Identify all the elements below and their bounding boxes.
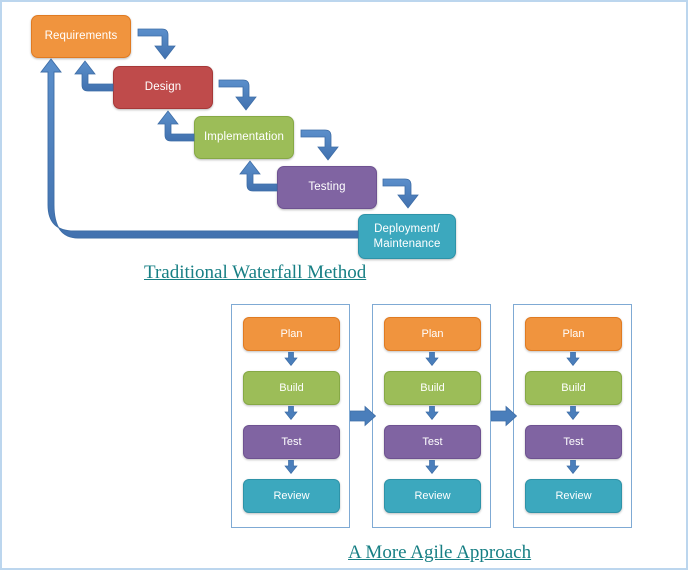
agile-step-review: Review bbox=[525, 479, 622, 513]
agile-step-label: Build bbox=[561, 382, 586, 394]
agile-iteration-link-arrow-1 bbox=[349, 405, 377, 427]
agile-step-down-arrow bbox=[283, 405, 298, 421]
waterfall-stage-label: Testing bbox=[308, 181, 346, 194]
waterfall-forward-arrow-4 bbox=[382, 178, 419, 209]
agile-step-label: Review bbox=[555, 490, 592, 502]
agile-step-label: Build bbox=[420, 382, 445, 394]
waterfall-stage-design: Design bbox=[113, 66, 213, 109]
waterfall-feedback-arrow-2 bbox=[157, 110, 195, 142]
agile-step-label: Review bbox=[414, 490, 451, 502]
waterfall-feedback-arrow-1 bbox=[74, 60, 114, 92]
agile-step-down-arrow bbox=[565, 351, 580, 367]
waterfall-stage-label: Implementation bbox=[203, 131, 285, 144]
agile-step-label: Plan bbox=[421, 328, 444, 340]
agile-step-down-arrow bbox=[424, 351, 439, 367]
agile-step-build: Build bbox=[525, 371, 622, 405]
agile-step-label: Build bbox=[279, 382, 304, 394]
agile-step-label: Plan bbox=[562, 328, 585, 340]
waterfall-stage-requirements: Requirements bbox=[31, 15, 131, 58]
agile-step-test: Test bbox=[384, 425, 481, 459]
agile-step-label: Plan bbox=[280, 328, 303, 340]
waterfall-stage-implementation: Implementation bbox=[194, 116, 294, 159]
agile-step-plan: Plan bbox=[243, 317, 340, 351]
agile-step-plan: Plan bbox=[384, 317, 481, 351]
waterfall-forward-arrow-3 bbox=[300, 129, 339, 161]
waterfall-feedback-arrow-3 bbox=[239, 160, 278, 192]
agile-step-label: Test bbox=[563, 436, 584, 448]
agile-step-down-arrow bbox=[565, 405, 580, 421]
agile-step-test: Test bbox=[243, 425, 340, 459]
agile-step-test: Test bbox=[525, 425, 622, 459]
waterfall-forward-arrow-1 bbox=[137, 28, 176, 60]
waterfall-forward-arrow-2 bbox=[218, 79, 257, 111]
agile-step-label: Review bbox=[273, 490, 310, 502]
agile-step-down-arrow bbox=[424, 459, 439, 475]
agile-step-build: Build bbox=[384, 371, 481, 405]
waterfall-stage-deployment-maintenance: Deployment/ Maintenance bbox=[358, 214, 456, 259]
agile-step-review: Review bbox=[384, 479, 481, 513]
agile-step-down-arrow bbox=[565, 459, 580, 475]
agile-iteration-link-arrow-2 bbox=[490, 405, 518, 427]
agile-step-plan: Plan bbox=[525, 317, 622, 351]
agile-step-build: Build bbox=[243, 371, 340, 405]
agile-step-down-arrow bbox=[283, 351, 298, 367]
agile-caption: A More Agile Approach bbox=[348, 542, 532, 563]
agile-step-down-arrow bbox=[283, 459, 298, 475]
waterfall-stage-label: Deployment/ Maintenance bbox=[373, 223, 441, 250]
waterfall-stage-label: Design bbox=[144, 81, 182, 94]
agile-step-down-arrow bbox=[424, 405, 439, 421]
agile-step-review: Review bbox=[243, 479, 340, 513]
agile-step-label: Test bbox=[281, 436, 302, 448]
waterfall-caption: Traditional Waterfall Method bbox=[144, 262, 367, 283]
waterfall-stage-testing: Testing bbox=[277, 166, 377, 209]
agile-step-label: Test bbox=[422, 436, 443, 448]
waterfall-stage-label: Requirements bbox=[44, 30, 118, 43]
